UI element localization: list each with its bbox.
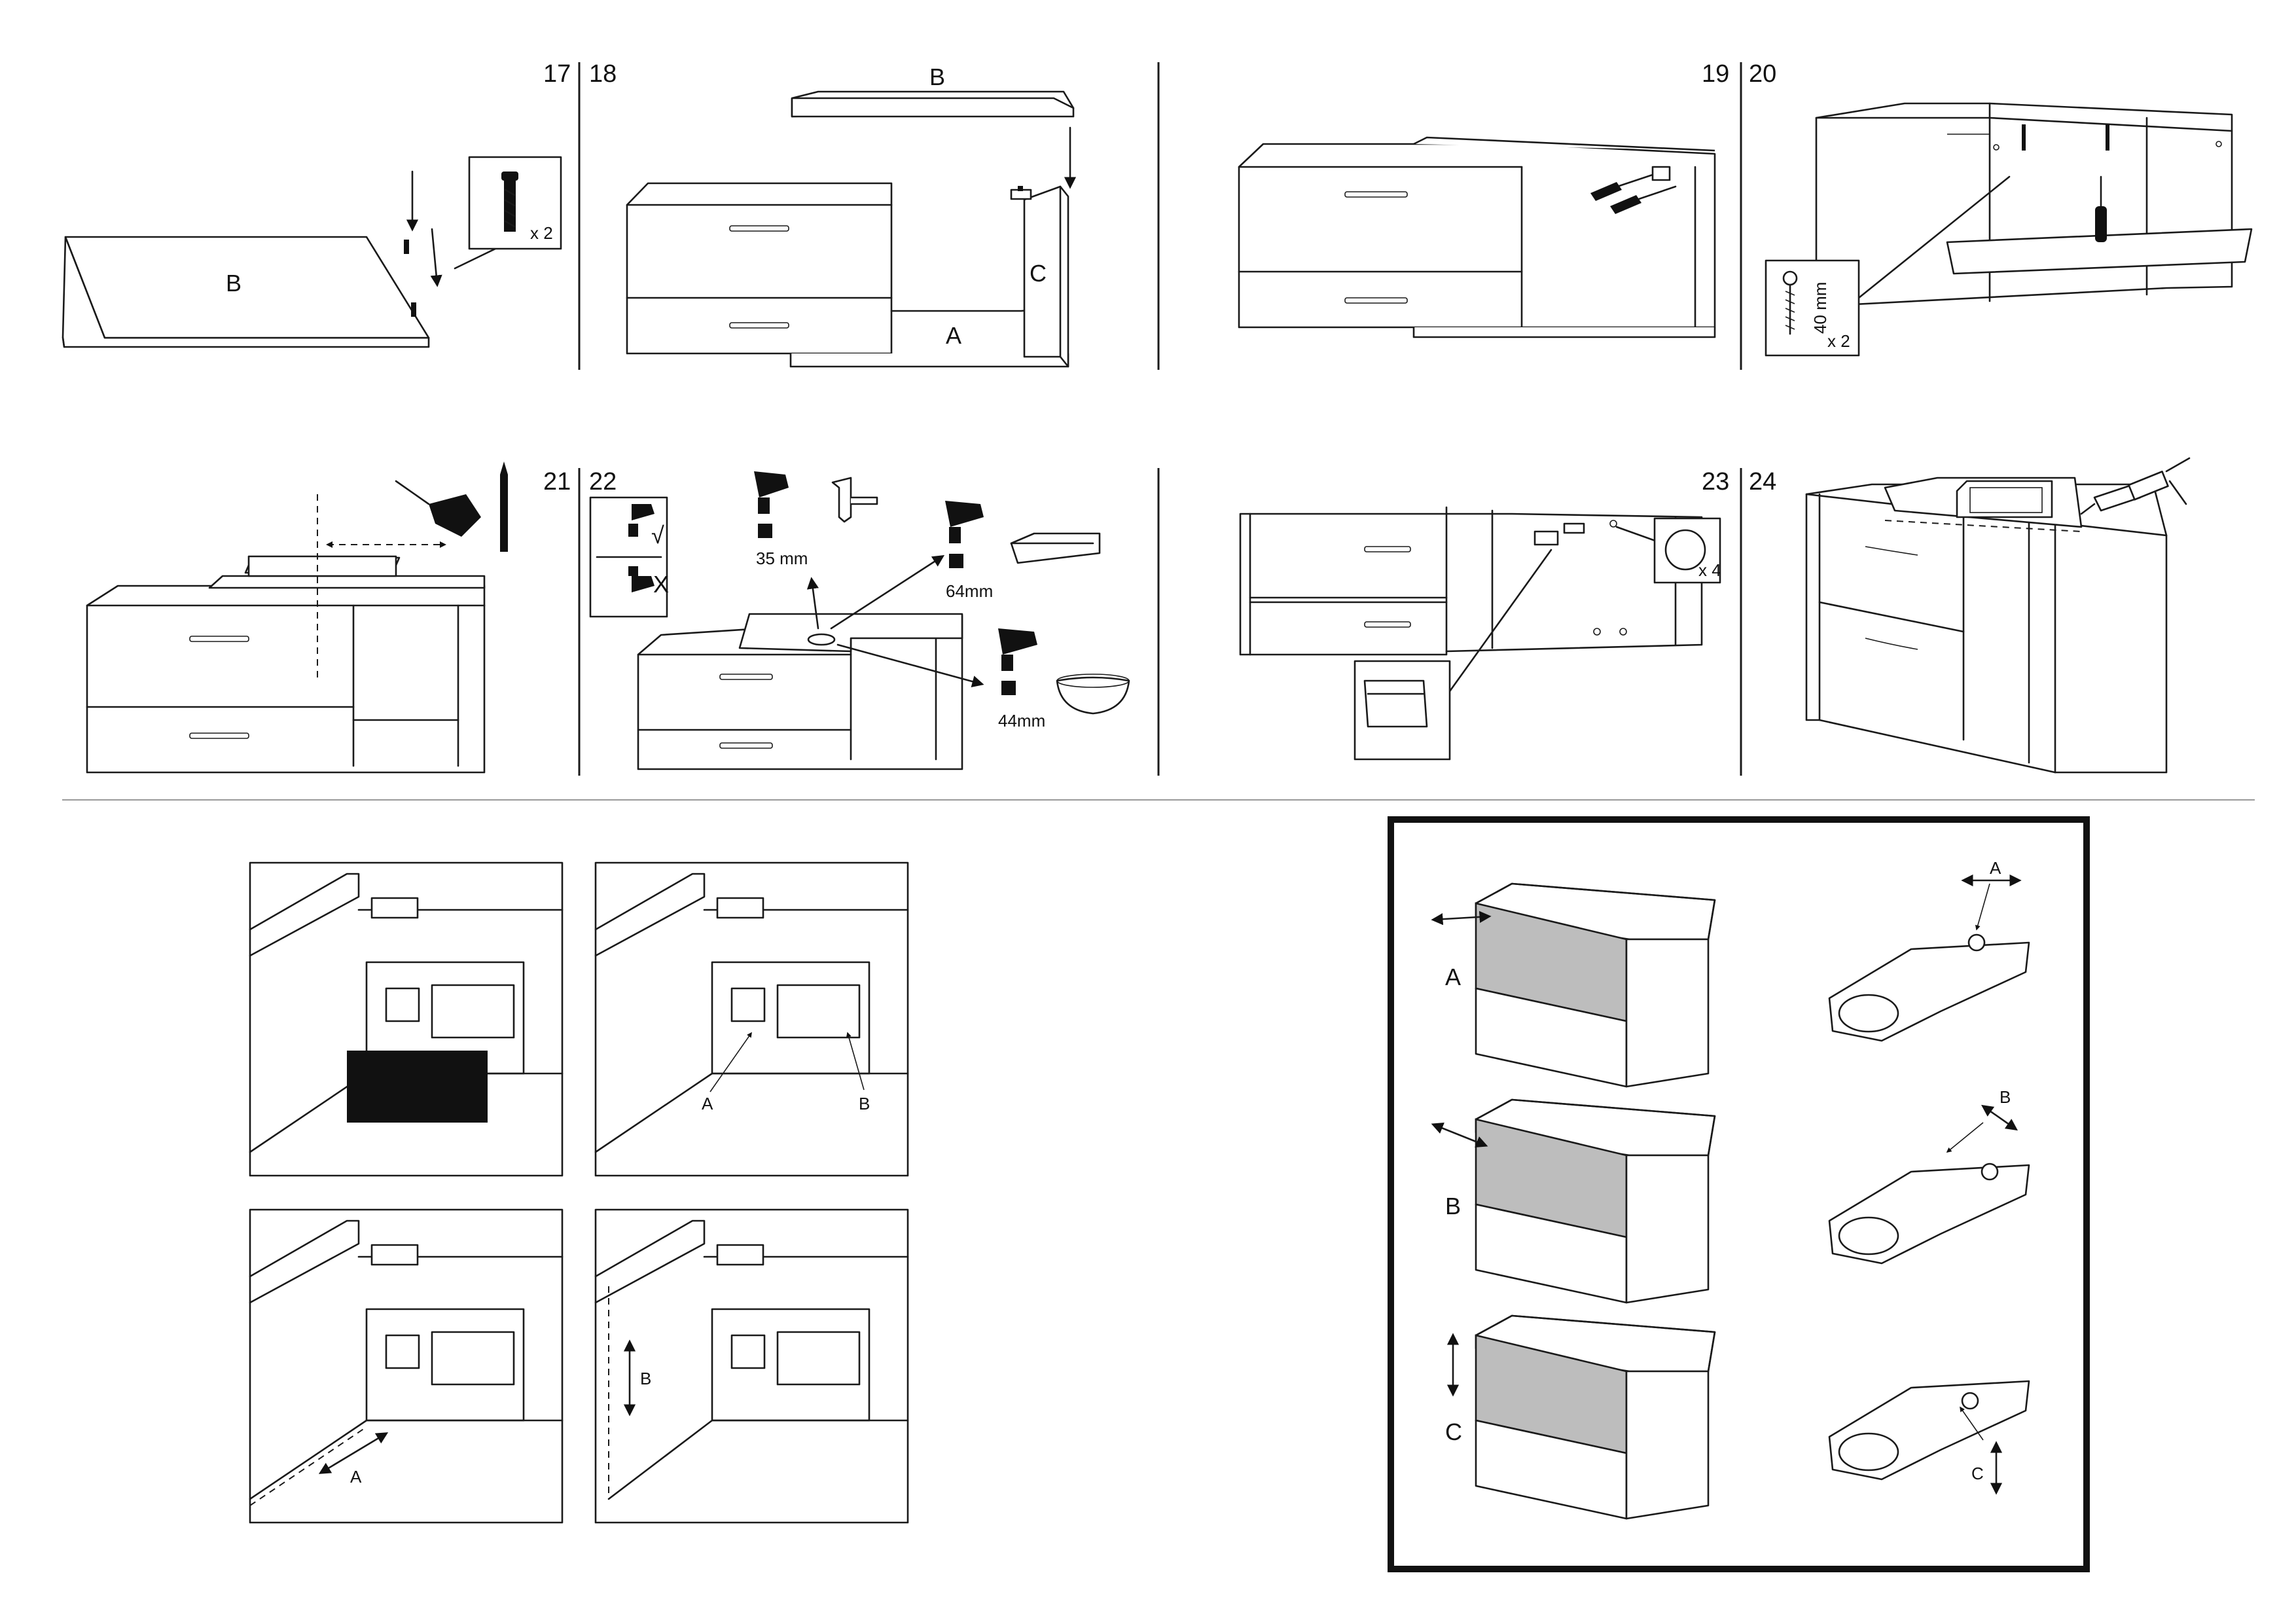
drill-35-label: 35 mm — [756, 549, 808, 568]
step-18: 18 — [589, 60, 617, 88]
drill-icon — [628, 504, 655, 537]
screwdriver-icon — [2095, 175, 2107, 242]
drill-icon — [945, 501, 984, 568]
hinge-panel-2: A B — [594, 861, 909, 1177]
panel-c-label: C — [1030, 260, 1047, 287]
screw-length: 40 mm — [1810, 282, 1830, 334]
correct-mark: √ — [651, 522, 664, 549]
step-24-illustration — [1805, 457, 2191, 774]
adjust-a-label: A — [1445, 964, 1461, 990]
step-21-illustration — [86, 461, 508, 774]
step-22-illustration: √ X 35 mm 64m — [589, 471, 1130, 770]
screw-detail-box — [1765, 259, 1860, 357]
step-22: 22 — [589, 468, 617, 496]
adjust-row-a: A A — [1431, 858, 2030, 1088]
adjust-direction-a-label: A — [350, 1467, 362, 1487]
dowel-icon — [501, 171, 518, 232]
step-numbers: 17 18 19 20 21 22 23 24 — [543, 60, 1776, 496]
hinge-panel-1 — [249, 861, 564, 1177]
drill-icon — [628, 566, 655, 592]
screw-quantity: x 2 — [1827, 331, 1850, 351]
step-24: 24 — [1749, 468, 1776, 496]
adjust-screw-b-label: B — [859, 1094, 870, 1113]
door-adjustment-box: A A B B — [1388, 816, 2090, 1572]
dowel-quantity: x 2 — [530, 223, 553, 243]
panel-a-label: A — [946, 322, 961, 349]
hinge-adjust-c-label: C — [1971, 1464, 1984, 1483]
step-19-illustration — [1238, 136, 1716, 338]
drill-icon — [754, 471, 789, 538]
hinge-icon — [1563, 522, 1585, 534]
hinge-panel-3: A — [249, 1208, 564, 1524]
drill-44-label: 44mm — [998, 711, 1045, 731]
hinge-icon — [1010, 186, 1032, 200]
screwdriver-icon — [1590, 166, 1677, 214]
step-19: 19 — [1702, 60, 1729, 88]
drill-icon — [998, 628, 1037, 695]
drill-64-label: 64mm — [946, 581, 993, 601]
adjust-screw-a-label: A — [702, 1094, 713, 1113]
panel-b-label: B — [226, 270, 242, 297]
step-18-illustration: B C A — [626, 63, 1077, 368]
hinge-icon — [1828, 933, 2030, 1042]
adjust-direction-b-label: B — [640, 1369, 651, 1388]
adjust-row-b: B B — [1431, 1087, 2030, 1304]
adjust-row-c: C C — [1445, 1314, 2030, 1520]
step-23-illustration: x 4 — [1239, 506, 1721, 761]
tape-measure-icon — [395, 480, 481, 537]
hinge-adjust-a-label: A — [1990, 858, 2001, 878]
step-17-illustration: B x 2 — [62, 156, 562, 348]
hinge-panel-4: B — [594, 1208, 909, 1524]
bumper-quantity: x 4 — [1698, 560, 1721, 580]
step-20: 20 — [1749, 60, 1776, 88]
step-17: 17 — [543, 60, 571, 88]
incorrect-mark: X — [653, 571, 669, 598]
hinge-icon — [1828, 1163, 2030, 1265]
adjust-c-label: C — [1445, 1418, 1462, 1445]
step-21: 21 — [543, 468, 571, 496]
screw-icon — [1782, 270, 1798, 335]
hinge-icon — [1828, 1380, 2030, 1481]
pencil-icon — [500, 461, 508, 552]
silicone-gun-icon — [2080, 457, 2191, 515]
hinge-adjust-b-label: B — [2000, 1087, 2011, 1107]
adjust-b-label: B — [1445, 1193, 1461, 1219]
faucet-icon — [831, 477, 878, 523]
hinge-adjustment-panels: A B A B — [249, 861, 909, 1524]
panel-b-top-label: B — [929, 63, 945, 90]
section-dividers — [62, 62, 2255, 801]
step-23: 23 — [1702, 468, 1729, 496]
step-20-illustration: 40 mm x 2 — [1765, 102, 2253, 357]
